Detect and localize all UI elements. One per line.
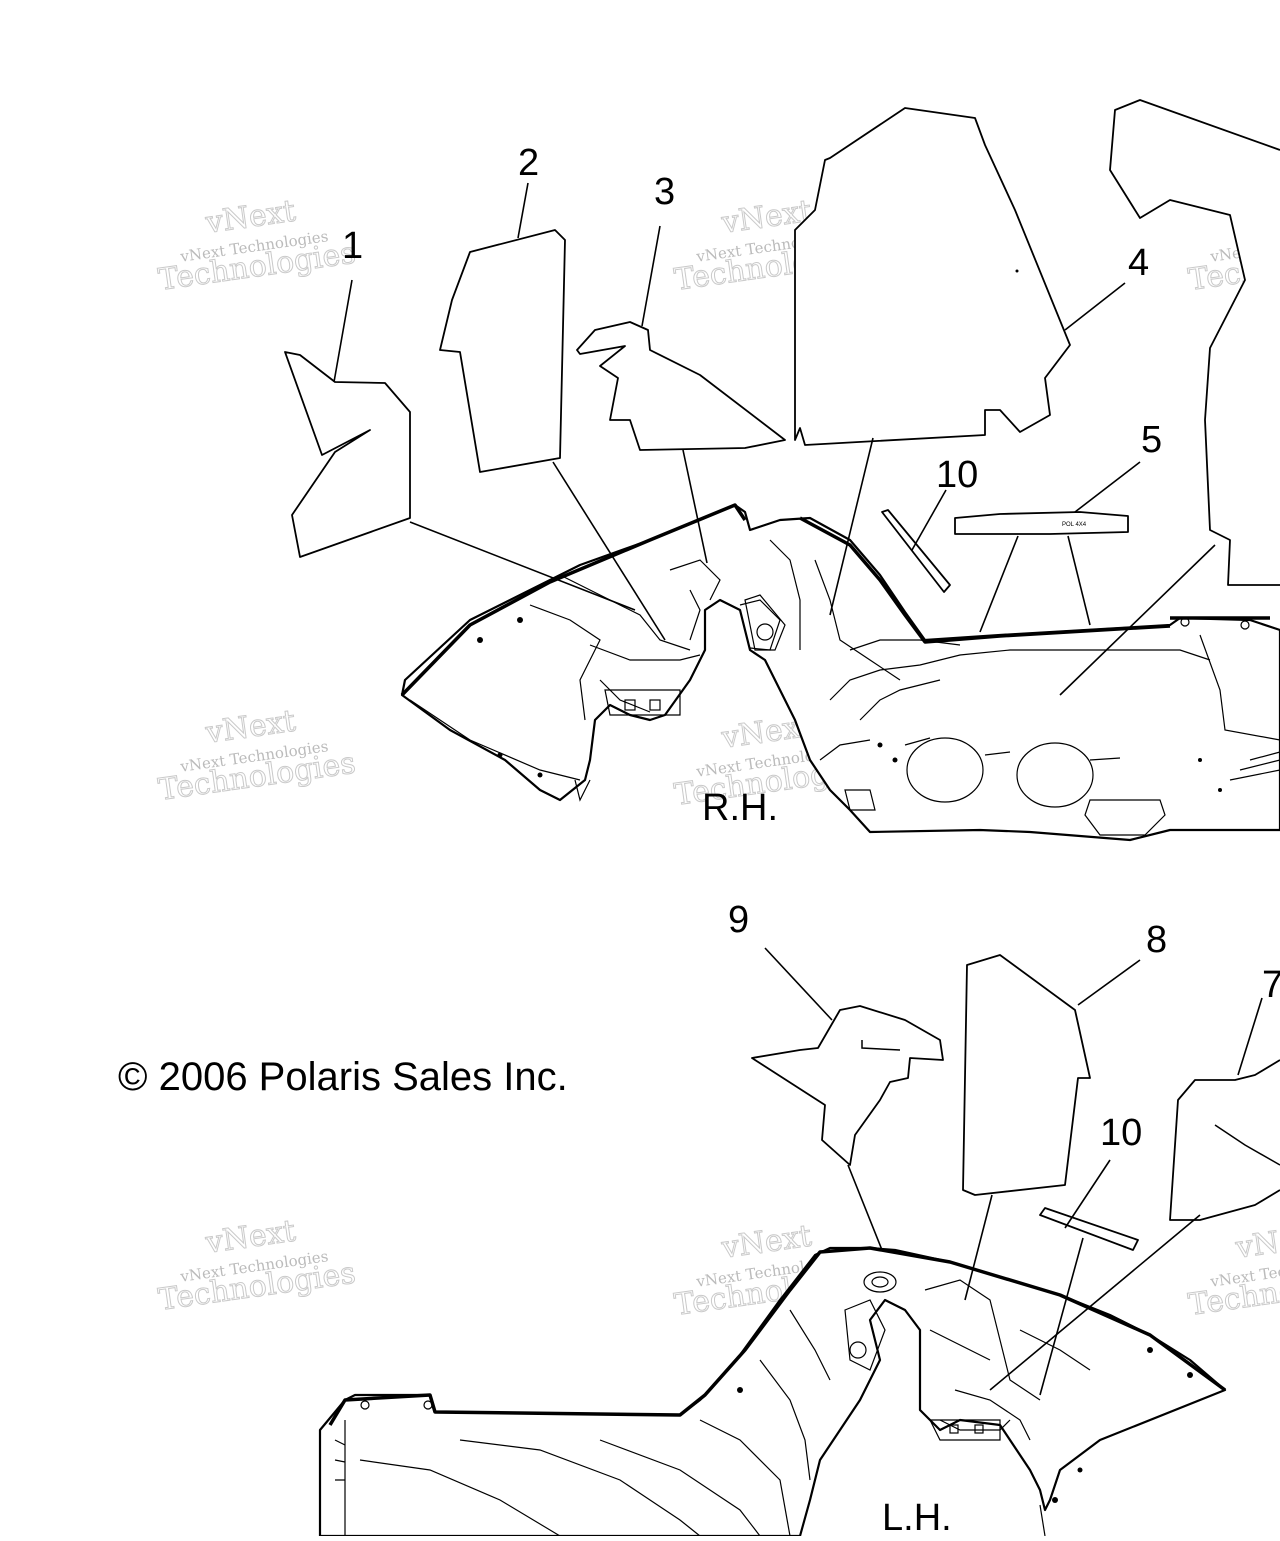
decal-8-shape (962, 954, 1091, 1196)
lh-filler-cap (863, 1271, 897, 1293)
lh-leader-lines (764, 947, 1263, 1396)
callout-10-lower: 10 (1100, 1112, 1142, 1154)
rh-leader-lines (333, 182, 1216, 696)
lh-fender-assembly (318, 1246, 1227, 1538)
rh-fender-assembly (400, 503, 1280, 842)
decal-7-detail (1214, 1124, 1280, 1166)
decal-5-text: POL 4X4 (1062, 522, 1087, 528)
decal-3-shape (576, 321, 786, 451)
callout-8: 8 (1146, 919, 1167, 961)
callout-5: 5 (1141, 419, 1162, 461)
decal-1-shape (284, 351, 411, 558)
callout-10-upper: 10 (936, 454, 978, 496)
decal-10b-shape (1039, 1207, 1139, 1251)
label-left-hand: L.H. (882, 1497, 952, 1536)
rh-opening-1 (906, 737, 984, 803)
rh-opening-2 (1016, 742, 1094, 808)
callout-4: 4 (1128, 242, 1149, 284)
label-right-hand: R.H. (702, 787, 778, 829)
callout-2: 2 (518, 142, 539, 184)
decal-9-shape (751, 1005, 944, 1166)
decal-7-shape (1169, 1059, 1280, 1221)
callout-9: 9 (728, 899, 749, 941)
callout-1: 1 (342, 225, 363, 267)
decal-2-shape (439, 229, 566, 473)
decal-10a-shape (881, 509, 951, 593)
decal-5-shape (954, 511, 1129, 535)
callout-7: 7 (1262, 964, 1280, 1006)
decal-6-shape (1109, 99, 1280, 586)
copyright-text: © 2006 Polaris Sales Inc. (118, 1055, 568, 1099)
decal-9-notch (861, 1040, 901, 1051)
watermark-brand: vNext (1233, 1219, 1280, 1266)
decal-4-dot (1015, 269, 1019, 273)
callout-3: 3 (654, 171, 675, 213)
decal-4-shape (794, 107, 1071, 446)
